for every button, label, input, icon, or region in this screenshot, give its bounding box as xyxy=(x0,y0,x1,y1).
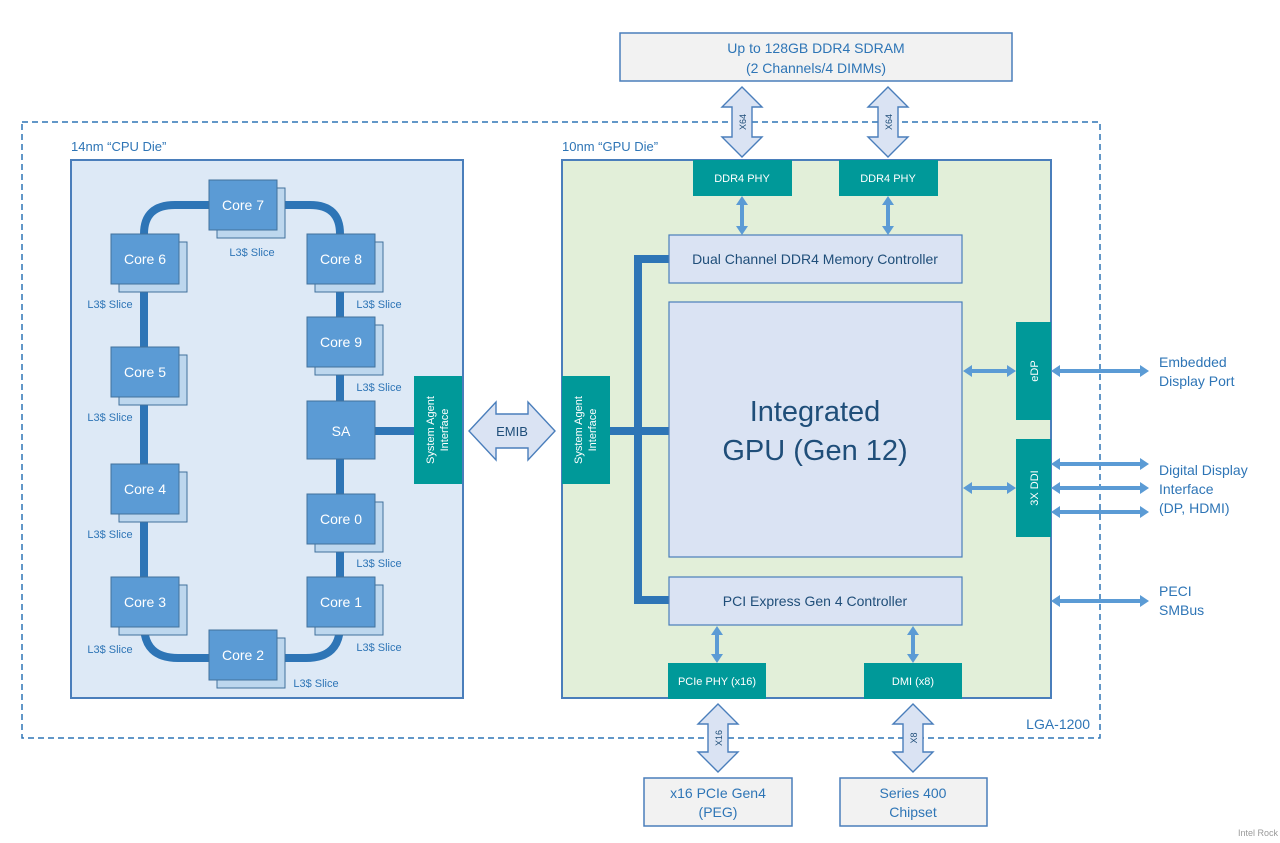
igpu-label-line1: Integrated xyxy=(750,396,881,428)
core-label: Core 1 xyxy=(320,594,362,610)
core-2: Core 2 L3$ Slice xyxy=(208,629,339,690)
core-0: Core 0 L3$ Slice xyxy=(306,493,402,570)
memory-label-line1: Up to 128GB DDR4 SDRAM xyxy=(727,40,904,56)
core-label: Core 5 xyxy=(124,364,166,380)
memory-controller-label: Dual Channel DDR4 Memory Controller xyxy=(692,251,938,267)
package-label: LGA-1200 xyxy=(1026,716,1090,732)
core-label: Core 6 xyxy=(124,251,166,267)
edp-label: eDP xyxy=(1029,360,1041,381)
memory-label-line2: (2 Channels/4 DIMMs) xyxy=(746,60,886,76)
memory-link-width-2: X64 xyxy=(884,114,894,130)
dmi-label: DMI (x8) xyxy=(892,676,934,688)
cpu-sai-line1: System Agent xyxy=(425,396,437,464)
pcie-peg-line1: x16 PCIe Gen4 xyxy=(670,785,766,801)
integrated-gpu: Integrated GPU (Gen 12) xyxy=(668,301,963,558)
cpu-sai-line2: Interface xyxy=(439,409,451,452)
peci-line1: PECI xyxy=(1159,583,1192,599)
igpu-label-line2: GPU (Gen 12) xyxy=(722,435,907,467)
l3-slice-label: L3$ Slice xyxy=(356,642,401,654)
core-4: Core 4 L3$ Slice xyxy=(87,463,188,541)
ddi-ext-line3: (DP, HDMI) xyxy=(1159,500,1230,516)
emib-label: EMIB xyxy=(496,424,528,439)
ddr4-phy-label: DDR4 PHY xyxy=(714,173,770,185)
chipset-block: Series 400 Chipset xyxy=(839,777,988,827)
dmi-link-width: X8 xyxy=(909,732,919,743)
gpu-die-title: 10nm “GPU Die” xyxy=(562,139,658,154)
core-label: Core 2 xyxy=(222,647,264,663)
embedded-dp-line1: Embedded xyxy=(1159,354,1227,370)
core-label: Core 8 xyxy=(320,251,362,267)
ddr4-phy-1: DDR4 PHY xyxy=(693,160,792,196)
l3-slice-label: L3$ Slice xyxy=(87,644,132,656)
pcie-phy-label: PCIe PHY (x16) xyxy=(678,676,756,688)
gpu-system-agent-interface: System Agent Interface xyxy=(562,376,610,484)
ddi-label: 3X DDI xyxy=(1029,470,1041,505)
l3-slice-label: L3$ Slice xyxy=(356,382,401,394)
pcie-peg-block: x16 PCIe Gen4 (PEG) xyxy=(643,777,793,827)
memory-controller: Dual Channel DDR4 Memory Controller xyxy=(668,234,963,284)
gpu-sai-line1: System Agent xyxy=(573,396,585,464)
core-1: Core 1 L3$ Slice xyxy=(306,576,402,654)
connector-arrows xyxy=(711,196,1149,663)
l3-slice-label: L3$ Slice xyxy=(356,558,401,570)
sa-label: SA xyxy=(332,423,351,439)
emib-bridge: EMIB xyxy=(468,400,556,462)
dmi-link-arrow: X8 xyxy=(891,703,935,773)
gpu-internal-bus xyxy=(610,255,670,604)
chipset-line2: Chipset xyxy=(889,804,937,820)
pcie-link-width: X16 xyxy=(714,730,724,746)
package-boundary xyxy=(21,121,1101,739)
l3-slice-label: L3$ Slice xyxy=(356,299,401,311)
l3-slice-label: L3$ Slice xyxy=(87,299,132,311)
core-9: Core 9 L3$ Slice xyxy=(306,316,402,394)
ddi-ext-line1: Digital Display xyxy=(1159,462,1248,478)
core-5: Core 5 L3$ Slice xyxy=(87,346,188,424)
core-label: Core 3 xyxy=(124,594,166,610)
dmi-phy: DMI (x8) xyxy=(864,663,962,699)
core-7: Core 7 L3$ Slice xyxy=(208,179,286,259)
l3-slice-label: L3$ Slice xyxy=(293,678,338,690)
ddr4-phy-2: DDR4 PHY xyxy=(839,160,938,196)
l3-slice-label: L3$ Slice xyxy=(87,412,132,424)
core-3: Core 3 L3$ Slice xyxy=(87,576,188,656)
pcie-controller: PCI Express Gen 4 Controller xyxy=(668,576,963,626)
l3-slice-label: L3$ Slice xyxy=(87,529,132,541)
watermark: Intel Rock xyxy=(1238,828,1279,838)
chipset-line1: Series 400 xyxy=(880,785,947,801)
ddi-ext-line2: Interface xyxy=(1159,481,1214,497)
memory-block: Up to 128GB DDR4 SDRAM (2 Channels/4 DIM… xyxy=(619,32,1013,82)
ddi-phy: 3X DDI xyxy=(1016,439,1051,537)
cpu-die-title: 14nm “CPU Die” xyxy=(71,139,166,154)
core-label: Core 7 xyxy=(222,197,264,213)
pcie-phy: PCIe PHY (x16) xyxy=(668,663,766,699)
memory-link-arrow-2: X64 xyxy=(866,86,910,158)
core-6: Core 6 L3$ Slice xyxy=(87,233,188,311)
core-label: Core 9 xyxy=(320,334,362,350)
ddr4-phy-label: DDR4 PHY xyxy=(860,173,916,185)
edp-phy: eDP xyxy=(1016,322,1051,420)
pcie-controller-label: PCI Express Gen 4 Controller xyxy=(723,593,908,609)
peci-line2: SMBus xyxy=(1159,602,1204,618)
l3-slice-label: L3$ Slice xyxy=(229,247,274,259)
core-label: Core 0 xyxy=(320,511,362,527)
pcie-peg-line2: (PEG) xyxy=(699,804,738,820)
memory-link-arrow-1: X64 xyxy=(720,86,764,158)
embedded-dp-line2: Display Port xyxy=(1159,373,1235,389)
memory-link-width-1: X64 xyxy=(738,114,748,130)
cpu-system-agent-interface: System Agent Interface xyxy=(414,376,462,484)
gpu-sai-line2: Interface xyxy=(587,409,599,452)
core-label: Core 4 xyxy=(124,481,166,497)
core-8: Core 8 L3$ Slice xyxy=(306,233,402,311)
pcie-link-arrow: X16 xyxy=(696,703,740,773)
system-agent: SA xyxy=(306,400,376,460)
